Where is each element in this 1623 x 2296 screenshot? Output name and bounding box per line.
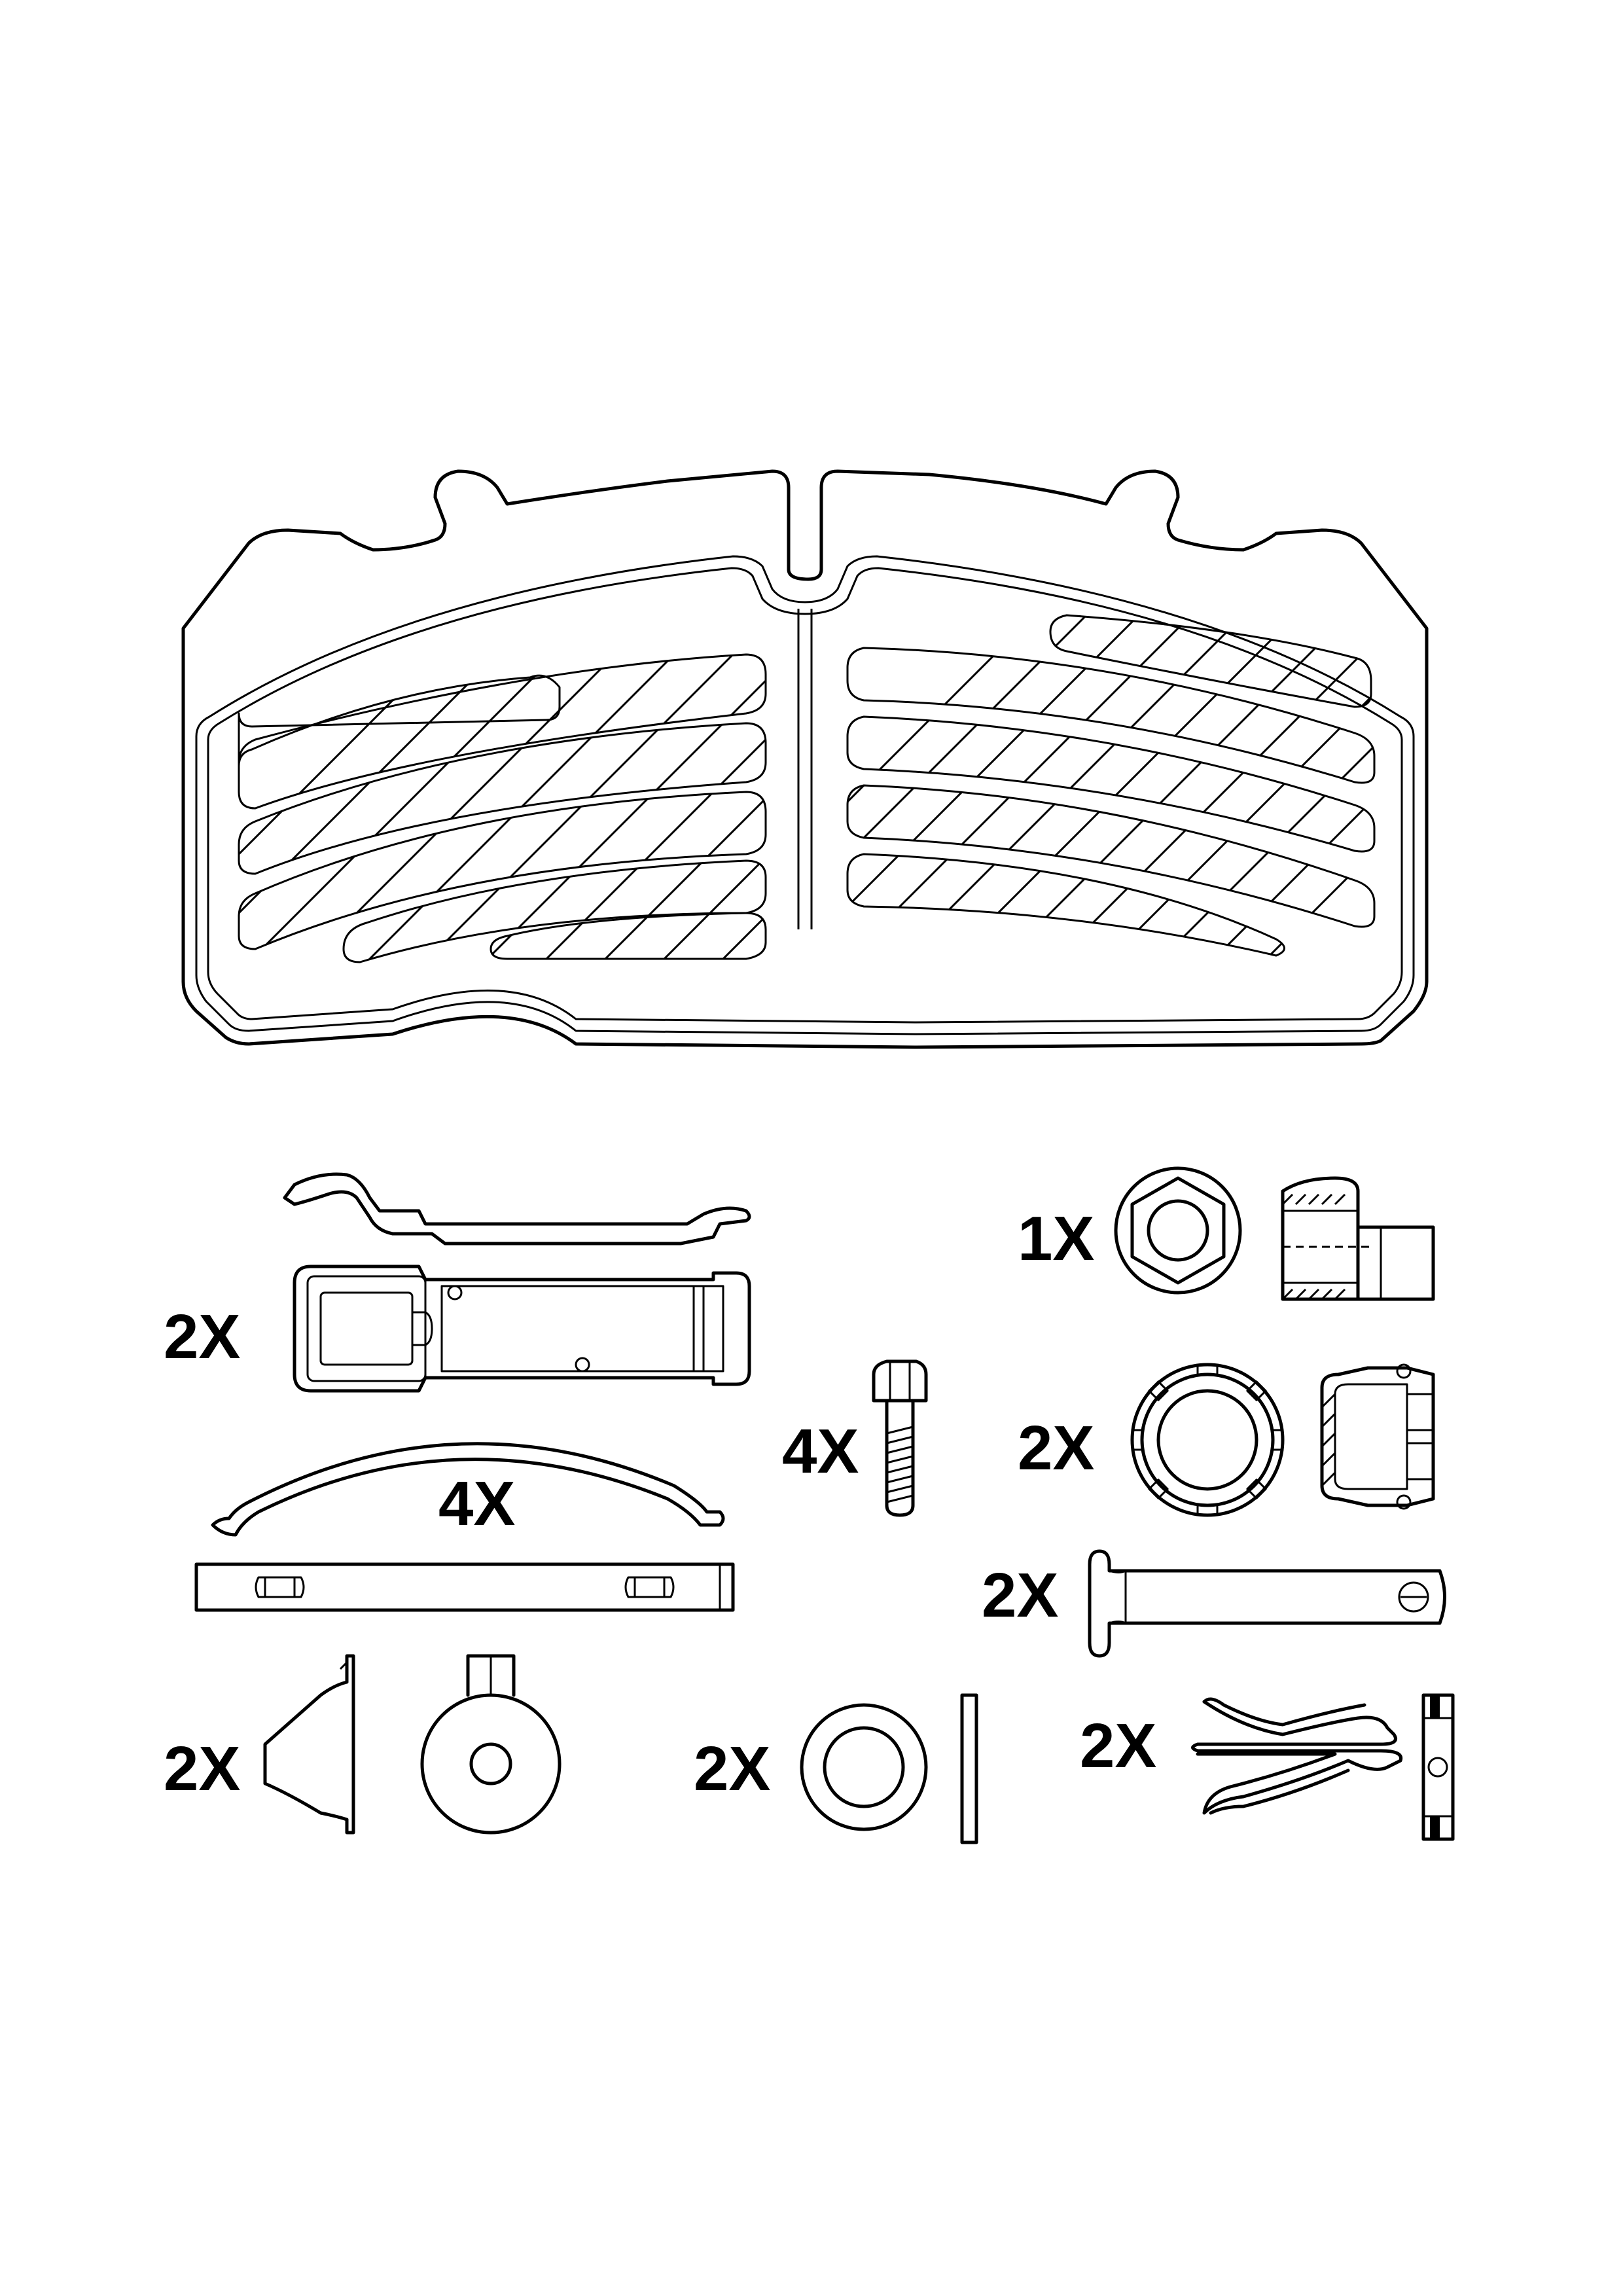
qty-flat-washer: 2X	[694, 1734, 770, 1804]
brake-pad	[181, 469, 1429, 1049]
clevis-pin: 2X	[982, 1549, 1446, 1658]
r-clip: 2X	[1080, 1693, 1455, 1841]
qty-hex-bolt: 4X	[782, 1416, 859, 1486]
hex-nut: 1X	[1018, 1166, 1435, 1301]
leaf-spring: 4X	[194, 1442, 735, 1612]
qty-r-clip: 2X	[1080, 1711, 1156, 1781]
retaining-spring-clip: 2X	[164, 1172, 751, 1393]
qty-hex-nut: 1X	[1018, 1204, 1094, 1274]
brake-pad-backplate	[181, 469, 1429, 1049]
hex-bolt: 4X	[782, 1359, 928, 1517]
brake-pad-left-lining	[238, 653, 767, 963]
brake-pad-friction-outline	[195, 555, 1415, 1035]
qty-retaining-spring-clip: 2X	[164, 1302, 240, 1372]
castle-nut: 2X	[1018, 1363, 1435, 1517]
qty-castle-nut: 2X	[1018, 1413, 1094, 1483]
flat-washer: 2X	[694, 1693, 978, 1844]
qty-clevis-pin: 2X	[982, 1560, 1058, 1630]
qty-leaf-spring: 4X	[438, 1469, 515, 1539]
cone-cap: 2X	[164, 1654, 562, 1835]
qty-cone-cap: 2X	[164, 1734, 240, 1804]
